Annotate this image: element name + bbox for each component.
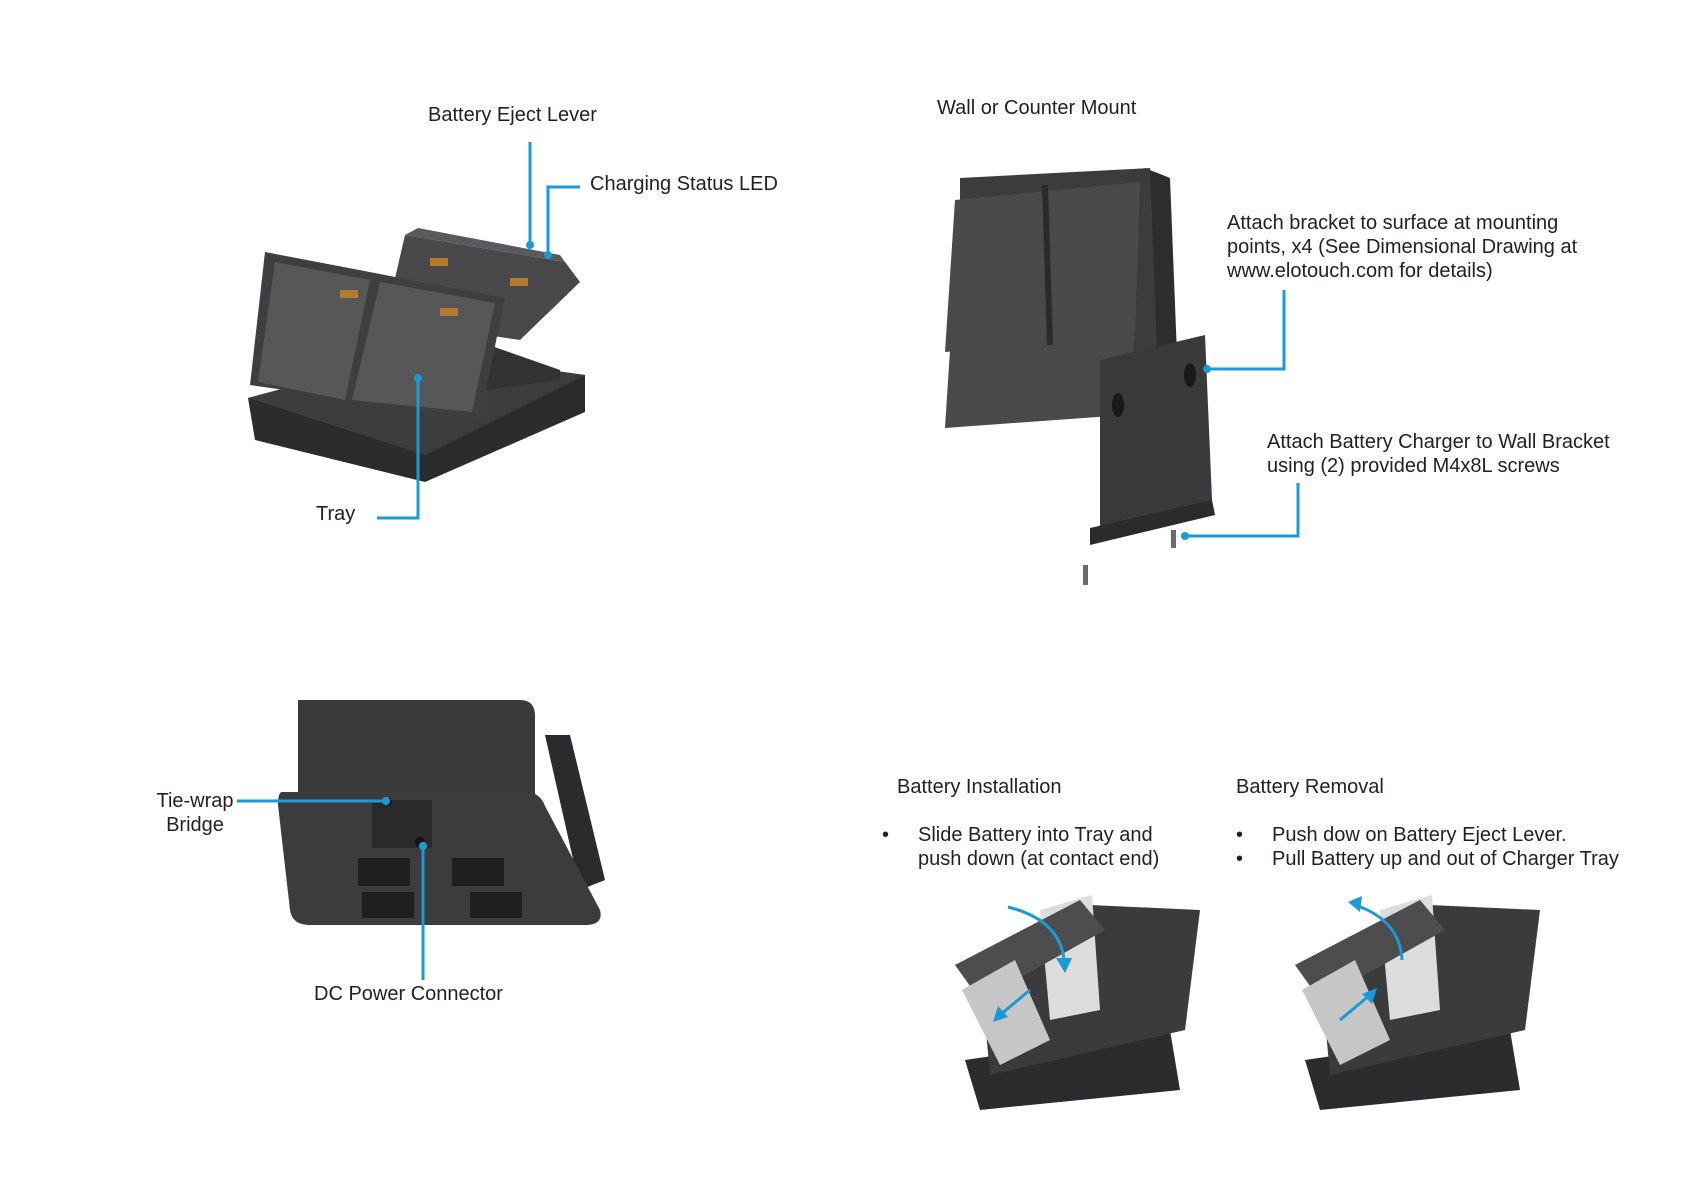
installation-step-text: Slide Battery into Tray and push down (a… bbox=[918, 823, 1159, 871]
charger-screws-callout bbox=[1185, 483, 1300, 538]
battery-removal-illustration bbox=[1295, 895, 1540, 1110]
led-callout bbox=[546, 185, 580, 255]
install-arrows bbox=[993, 905, 1072, 1022]
tray-label: Tray bbox=[316, 503, 356, 525]
charger-front-illustration bbox=[248, 228, 585, 482]
removal-step: • Pull Battery up and out of Charger Tra… bbox=[1236, 847, 1656, 871]
battery-eject-lever-label: Battery Eject Lever bbox=[428, 104, 597, 126]
tie-wrap-line2: Bridge bbox=[166, 814, 224, 836]
attach-charger-text: Attach Battery Charger to Wall Bracket u… bbox=[1267, 430, 1610, 478]
wall-mount-title: Wall or Counter Mount bbox=[937, 97, 1137, 119]
removal-step: • Push dow on Battery Eject Lever. bbox=[1236, 823, 1656, 847]
tray-callout bbox=[377, 378, 420, 520]
charging-status-led-label: Charging Status LED bbox=[590, 173, 778, 195]
dc-power-connector-label: DC Power Connector bbox=[314, 983, 503, 1005]
attach-charger-line: Attach Battery Charger to Wall Bracket bbox=[1267, 431, 1610, 453]
bullet: • bbox=[1236, 848, 1244, 870]
removal-arrows bbox=[1339, 896, 1404, 1022]
installation-title: Battery Installation bbox=[897, 776, 1062, 798]
attach-charger-line: using (2) provided M4x8L screws bbox=[1267, 455, 1560, 477]
tie-wrap-line1: Tie-wrap bbox=[156, 790, 234, 812]
removal-step-text: Pull Battery up and out of Charger Tray bbox=[1272, 848, 1619, 870]
attach-bracket-line: Attach bracket to surface at mounting bbox=[1227, 212, 1559, 234]
attach-bracket-line: points, x4 (See Dimensional Drawing at bbox=[1227, 236, 1578, 258]
installation-step-line: Slide Battery into Tray and bbox=[918, 824, 1153, 846]
installation-step-line: push down (at contact end) bbox=[918, 848, 1160, 870]
removal-title: Battery Removal bbox=[1236, 776, 1384, 798]
battery-installation-illustration bbox=[955, 895, 1200, 1110]
charger-underside-illustration bbox=[278, 700, 605, 925]
attach-bracket-text: Attach bracket to surface at mounting po… bbox=[1227, 211, 1577, 283]
attach-bracket-line: www.elotouch.com for details) bbox=[1227, 260, 1493, 282]
removal-step-text: Push dow on Battery Eject Lever. bbox=[1272, 824, 1567, 846]
wall-mount-illustration bbox=[945, 168, 1215, 585]
bullet: • bbox=[1236, 824, 1244, 846]
tie-wrap-bridge-label: Tie-wrap Bridge bbox=[150, 789, 240, 837]
bracket-callout bbox=[1207, 290, 1286, 371]
installation-step: • Slide Battery into Tray and push down … bbox=[882, 823, 1202, 871]
bullet: • bbox=[882, 824, 890, 846]
